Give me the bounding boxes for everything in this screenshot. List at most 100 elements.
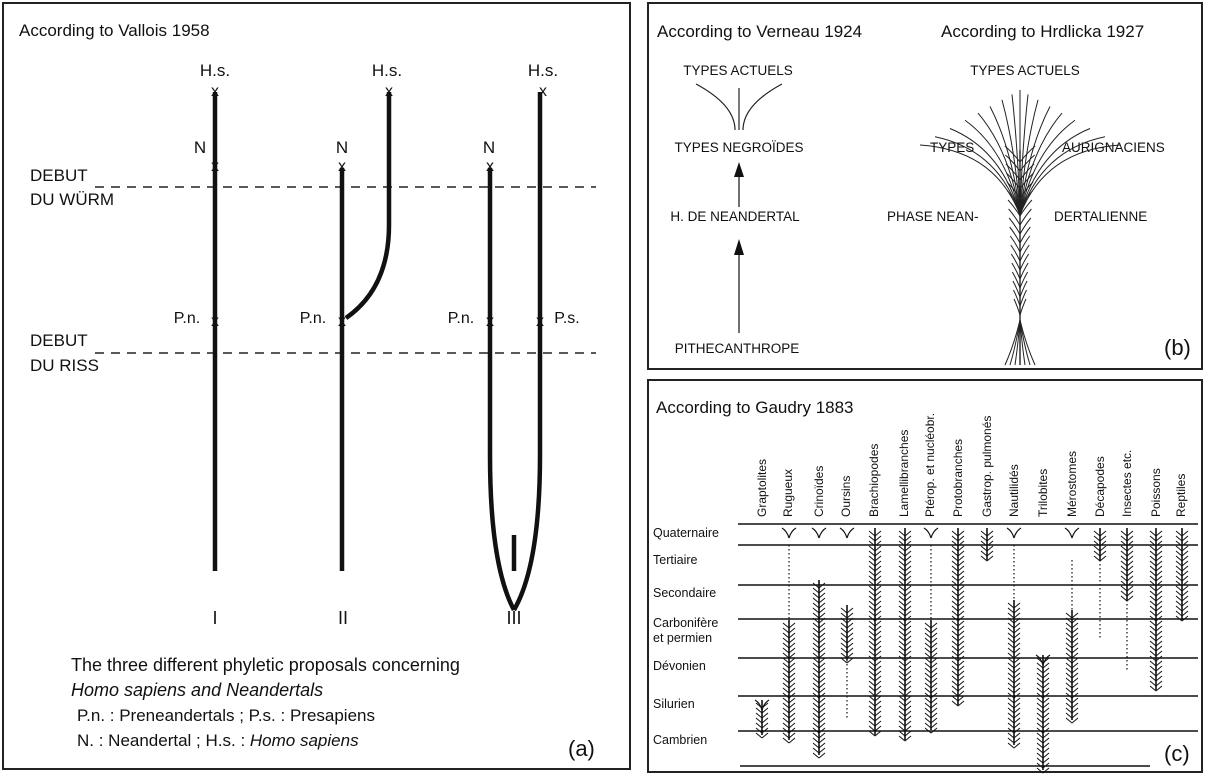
ps-label: P.s. [554, 310, 580, 327]
verneau-branch-right [742, 83, 783, 131]
bush-crown-branch [1019, 136, 1106, 216]
lineage-feather [1007, 667, 1021, 674]
lineage-feather [782, 687, 796, 694]
bush-twig [1009, 235, 1021, 253]
lineage-feather [951, 595, 965, 602]
n-label: N [194, 138, 206, 157]
lineage-feather [1120, 535, 1134, 542]
lineage-feather [1007, 657, 1021, 664]
lineage-feather [1007, 627, 1021, 634]
lineage-feather [868, 670, 882, 677]
lineage-feather [951, 620, 965, 627]
n-label: N [336, 138, 348, 157]
lineage-feather [755, 717, 769, 724]
lineage-feather [898, 570, 912, 577]
lineage-feather [924, 622, 938, 629]
taxon-header: Poissons [1149, 468, 1163, 517]
lineage-feather [951, 615, 965, 622]
bush-crown-branch [919, 144, 1021, 216]
n-marker: x [211, 158, 219, 175]
lineage-feather [924, 667, 938, 674]
hs-label: H.s. [528, 61, 558, 80]
lineage-feather [898, 530, 912, 537]
lineage-feather [868, 625, 882, 632]
lineage-feather [868, 590, 882, 597]
lineage-feather [951, 605, 965, 612]
lineage-feather [812, 602, 826, 609]
lineage-feather [1175, 555, 1189, 562]
lineage-feather [898, 645, 912, 652]
taxon-header: Mérostomes [1065, 451, 1079, 517]
lineage-feather [898, 545, 912, 552]
lineage-feather [951, 530, 965, 537]
lineage-feather [924, 727, 938, 734]
lineage-feather [924, 702, 938, 709]
pn-marker: x [486, 313, 494, 330]
bush-crown-branch [989, 106, 1021, 216]
bush-twig [1011, 262, 1021, 280]
neandertal-branch [487, 168, 516, 612]
bush-crown-branch [1019, 112, 1063, 216]
lineage-feather [1065, 702, 1079, 709]
lineage-feather [1065, 637, 1079, 644]
lineage-feather [1149, 625, 1163, 632]
panel-a-tag: (a) [568, 736, 595, 761]
lineage-feather [782, 727, 796, 734]
lineage-feather [951, 575, 965, 582]
panel-b-frame [647, 2, 1203, 370]
lineage-feather [1149, 670, 1163, 677]
lineage-feather [1120, 580, 1134, 587]
verneau-stage-types-actuels: TYPES ACTUELS [683, 63, 793, 78]
lineage-feather [782, 637, 796, 644]
period-label-secondaire: Secondaire [653, 586, 716, 600]
lineage-feather [868, 555, 882, 562]
lineage-feather [1120, 590, 1134, 597]
taxon-header: Oursins [839, 476, 853, 517]
lineage-feather [868, 720, 882, 727]
lineage-feather [1149, 550, 1163, 557]
taxon-header: Décapodes [1093, 456, 1107, 517]
lineage-feather [924, 642, 938, 649]
panel-b-verneau-hrdlicka: According to Verneau 1924 TYPES ACTUELS … [647, 2, 1203, 370]
lineage-tip [923, 527, 939, 539]
bush-twig [1019, 244, 1030, 262]
lineage-feather [951, 695, 965, 702]
lineage-feather [868, 575, 882, 582]
lineage-feather [868, 600, 882, 607]
lineage-feather [868, 585, 882, 592]
lineage-feather [782, 702, 796, 709]
lineage-feather [1007, 697, 1021, 704]
lineage-feather [868, 570, 882, 577]
bush-twig [1019, 199, 1033, 217]
lineage-feather [868, 725, 882, 732]
lineage-feather [1007, 632, 1021, 639]
lineage-feather [812, 622, 826, 629]
bush-crown-branch [964, 119, 1021, 216]
lineage-feather [812, 582, 826, 589]
lineage-feather [951, 545, 965, 552]
lineage-feather [782, 652, 796, 659]
taxon-header: Ptérop. et nucléobr. [923, 413, 937, 517]
lineage-feather [1036, 742, 1050, 749]
lineage-feather [782, 712, 796, 719]
lineage-feather [812, 687, 826, 694]
lineage-feather [924, 697, 938, 704]
lineage-feather [1007, 682, 1021, 689]
verneau-stage-pithecanthrope: PITHECANTHROPE [675, 341, 800, 356]
lineage-feather [1149, 655, 1163, 662]
lineage-feather [951, 635, 965, 642]
lineage-feather [812, 752, 826, 759]
lineage-feather [924, 717, 938, 724]
lineage-feather [898, 640, 912, 647]
lineage-feather [951, 665, 965, 672]
lineage-feather [1175, 535, 1189, 542]
lineage-feather [951, 560, 965, 567]
lineage-feather [1120, 585, 1134, 592]
lineage-feather [812, 732, 826, 739]
lineage-feather [924, 692, 938, 699]
lineage-feather [951, 680, 965, 687]
lineage-feather [1120, 570, 1134, 577]
lineage-feather [898, 595, 912, 602]
lineage-feather [868, 665, 882, 672]
